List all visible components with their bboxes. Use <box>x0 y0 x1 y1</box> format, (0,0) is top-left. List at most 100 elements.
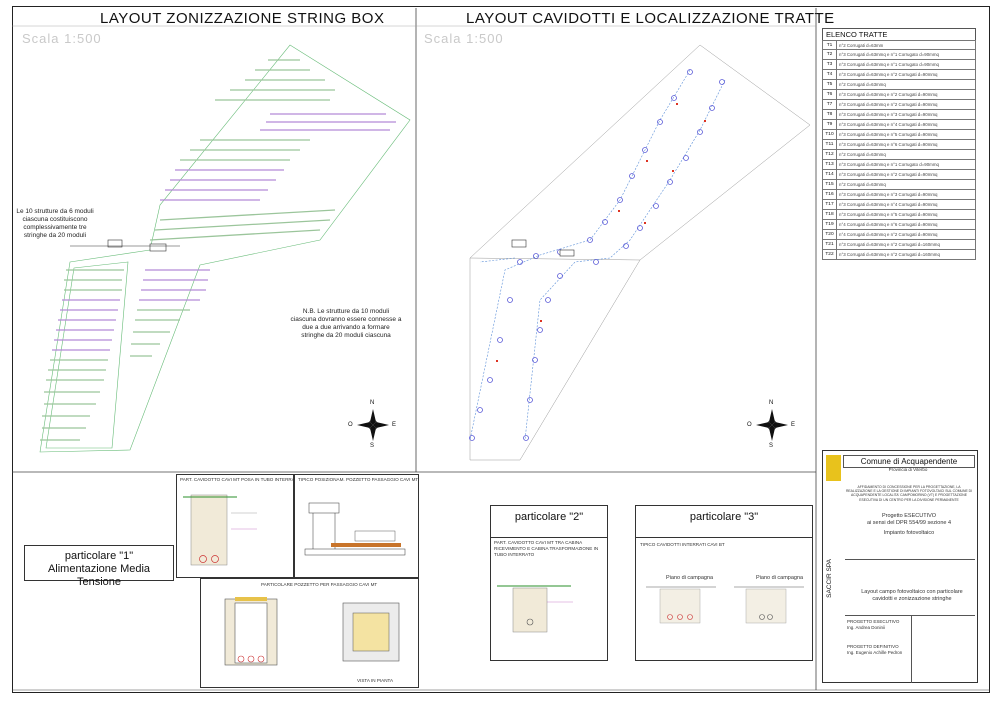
elenco-row-id: T22 <box>823 250 837 259</box>
elenco-row-id: T2 <box>823 50 837 59</box>
particolare-1-subtitle: Alimentazione Media Tensione <box>47 563 151 588</box>
elenco-row-description: n°2 Corrugati d=63mmq <box>839 152 886 157</box>
progetto-esecutivo: Progetto ESECUTIVO <box>881 513 937 519</box>
elenco-row-id: T3 <box>823 60 837 69</box>
elenco-row-id: T17 <box>823 200 837 209</box>
particolare-2-subtitle: PART. CAVIDOTTO CAVI MT TRA CABINA RICEV… <box>494 540 599 557</box>
detail-posizionamento-pozzetto-title: TIPICO POSIZIONAM. POZZETTO PASSAGGIO CA… <box>298 477 419 482</box>
cable-nodes <box>469 69 725 441</box>
compass-right <box>756 409 788 441</box>
title-layout-string-box: LAYOUT ZONIZZAZIONE STRING BOX <box>100 10 385 27</box>
left-cabin <box>70 239 180 252</box>
compass-left-e: E <box>392 422 397 428</box>
elenco-row-id: T16 <box>823 190 837 199</box>
elenco-row-id: T8 <box>823 110 837 119</box>
scale-label-left: Scala 1:500 <box>22 31 102 46</box>
elenco-row-description: n°3 Corrugati d=63mmq e n°3 Corrugati d=… <box>839 112 938 117</box>
elenco-row-description: n°3 Corrugati d=63mmq e n°2 Corrugati d=… <box>839 92 938 97</box>
cable-routes <box>469 69 726 441</box>
elenco-row-id: T19 <box>823 220 837 229</box>
elenco-row-id: T15 <box>823 180 837 189</box>
elenco-row-id: T1 <box>823 41 837 49</box>
piano-campagna-b: Piano di campagna <box>756 575 804 581</box>
compass-right-e: E <box>791 422 796 428</box>
elenco-row-description: n°3 Corrugati d=63mmq e n°4 Corrugati d=… <box>839 202 938 207</box>
particolare-3-panel: particolare "3" TIPICO CAVIDOTTI INTERRA… <box>635 505 813 661</box>
vista-in-pianta-label: VISTA IN PIANTA <box>357 678 394 683</box>
detail-cavidotto-mt: PART. CAVIDOTTO CAVI MT POSA IN TUBO INT… <box>176 474 301 578</box>
elenco-row-id: T10 <box>823 130 837 139</box>
elenco-row-description: n°3 Corrugati d=63mmq e n°4 Corrugati d=… <box>839 122 938 127</box>
sheet-frame <box>12 6 990 693</box>
progettista2-name: Ing. Eugenio Achille Pedron <box>847 650 903 655</box>
descrizione-tavola: Layout campo fotovoltaico con particolar… <box>861 589 963 602</box>
compass-right-o: O <box>747 422 752 428</box>
provincia-label: Provincia di Viterbo <box>888 467 928 472</box>
particolare-2-title: particolare "2" <box>514 511 584 523</box>
pv-module-rows-left <box>40 59 396 441</box>
pv-field-left-outline <box>39 44 411 453</box>
elenco-row-description: n°3 Corrugati d=63mmq e n°1 Corrugato d=… <box>839 162 939 167</box>
elenco-row-id: T11 <box>823 140 837 149</box>
elenco-row-description: n°3 Corrugati d=63mmq e n°2 Corrugati d=… <box>839 252 940 257</box>
detail-cavidotto-mt-title: PART. CAVIDOTTO CAVI MT POSA IN TUBO INT… <box>180 477 301 482</box>
progettista2-label: PROGETTO DEFINITIVO <box>847 644 899 649</box>
elenco-row-description: n°3 Corrugati d=63mmq e n°1 Corrugato d=… <box>839 62 939 67</box>
elenco-row-description: n°3 Corrugati d=63mmq e n°5 Corrugati d=… <box>839 212 938 217</box>
progettista-label: PROGETTO ESECUTIVO <box>847 619 900 624</box>
elenco-row-description: n°3 Corrugati d=63mmq e n°2 Corrugati d=… <box>839 172 938 177</box>
company-name: SACCIR SPA <box>826 559 833 598</box>
cable-markers <box>496 103 706 362</box>
elenco-row-id: T5 <box>823 80 837 89</box>
elenco-row-description: n°3 Corrugati d=63mmq e n°6 Corrugati d=… <box>839 142 938 147</box>
title-block: Comune di Acquapendente Provincia di Vit… <box>822 450 978 683</box>
particolare-1-label-box: particolare "1" Alimentazione Media Tens… <box>24 545 174 588</box>
particolare-3-subtitle: TIPICO CAVIDOTTI INTERRATI CAVI BT <box>640 542 725 547</box>
comune-label: Comune di Acquapendente <box>843 455 975 468</box>
compass-left <box>357 409 389 441</box>
elenco-row-description: n°2 Corrugati d=63mmq <box>839 182 886 187</box>
elenco-row-id: T6 <box>823 90 837 99</box>
elenco-row-id: T18 <box>823 210 837 219</box>
elenco-row-description: n°3 Corrugati d=63mmq e n°2 Corrugati d=… <box>839 72 938 77</box>
detail-pozzetto-passaggio: PARTICOLARE POZZETTO PER PASSAGGIO CAVI … <box>200 578 419 688</box>
elenco-row-description: n°2 Corrugati d=63mm <box>839 43 884 48</box>
elenco-row-description: n°4 Corrugati d=63mmq e n°6 Corrugati d=… <box>839 222 938 227</box>
progettista-name: Ing. Andrea Doninii <box>847 625 886 630</box>
elenco-row-description: n°2 Corrugati d=63mmq <box>839 82 886 87</box>
particolare-3-title: particolare "3" <box>689 511 759 523</box>
particolare-2-panel: particolare "2" PART. CAVIDOTTO CAVI MT … <box>490 505 608 661</box>
elenco-row-description: n°3 Corrugati d=63mmq e n°1 Corrugato d=… <box>839 52 939 57</box>
particolare-1-title: particolare "1" <box>64 550 134 562</box>
elenco-row-id: T13 <box>823 160 837 169</box>
company-logo <box>826 455 841 481</box>
elenco-row-description: n°3 Corrugati d=63mmq e n°5 Corrugati d=… <box>839 132 938 137</box>
note-nb-strutture-10-moduli: N.B. Le strutture da 10 moduli ciascuna … <box>290 308 402 339</box>
scale-label-right: Scala 1:500 <box>424 31 504 46</box>
compass-right-s: S <box>769 443 774 449</box>
compass-right-n: N <box>769 400 774 406</box>
elenco-row-description: n°3 Corrugati d=63mmq e n°3 Corrugati d=… <box>839 192 938 197</box>
elenco-row-id: T12 <box>823 150 837 159</box>
